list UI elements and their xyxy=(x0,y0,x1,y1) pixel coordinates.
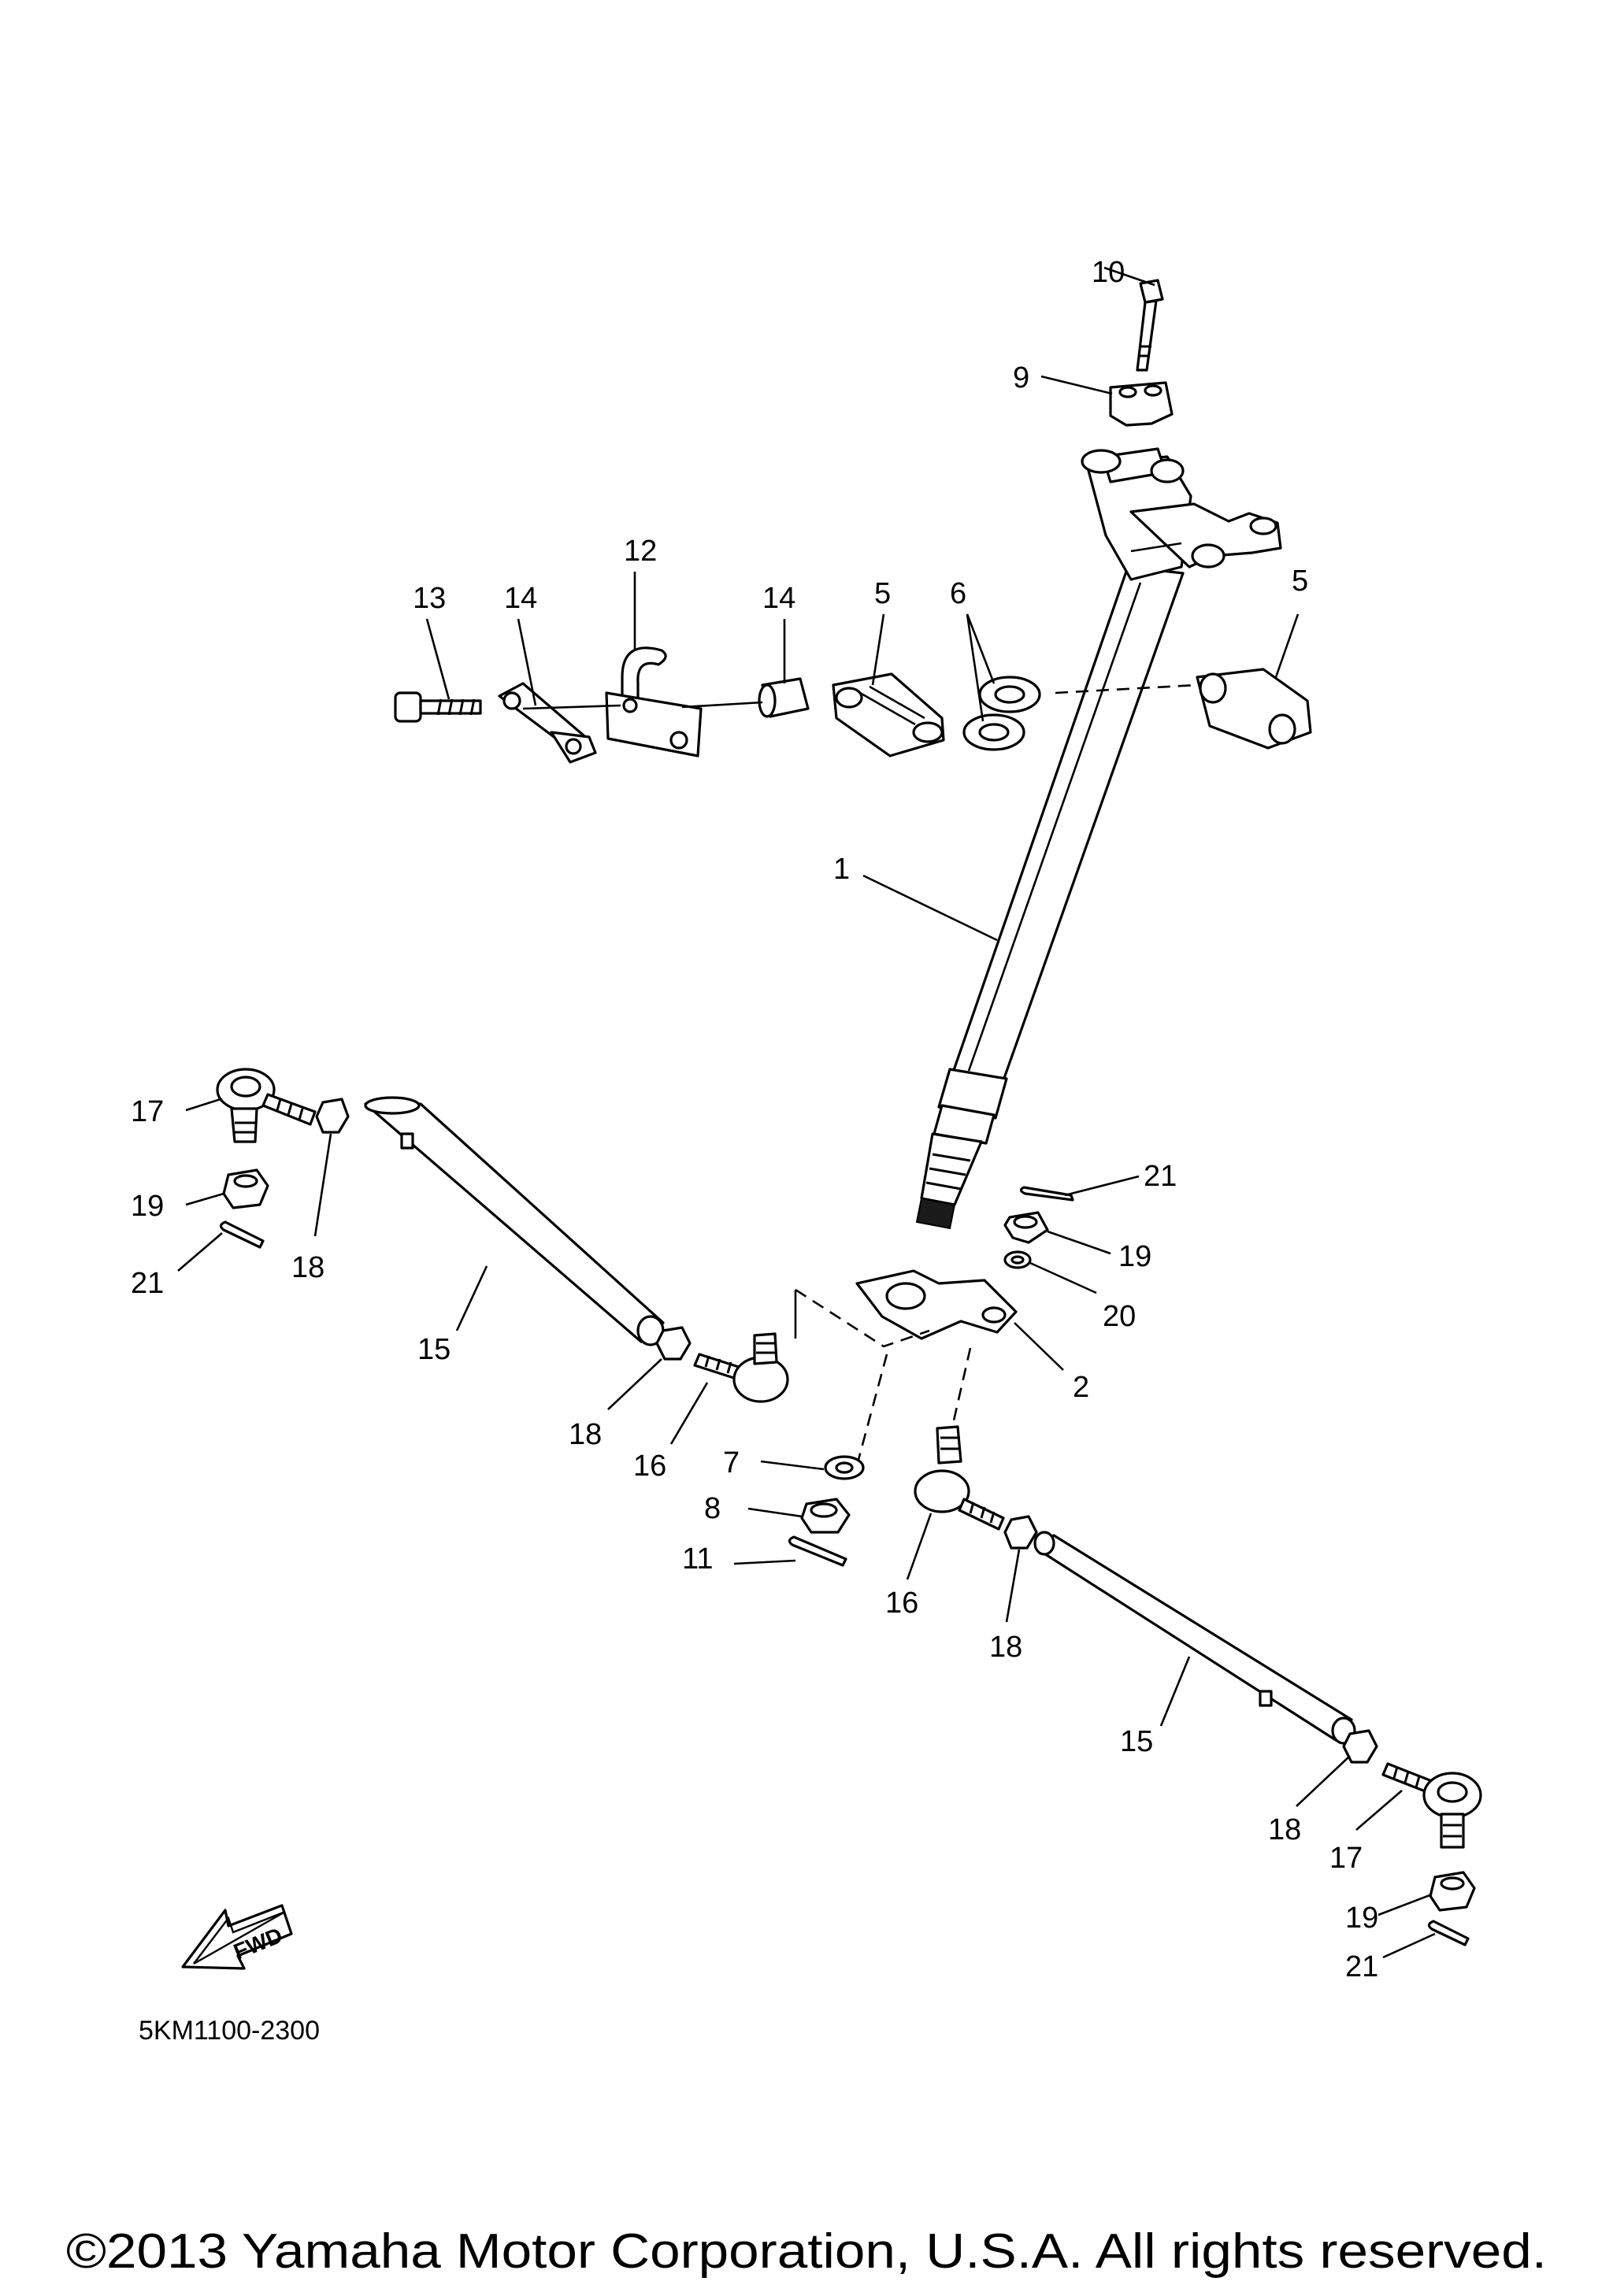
callout-1: 1 xyxy=(833,853,850,886)
tie-rod-end-15-left xyxy=(693,1332,789,1403)
steering-column xyxy=(915,447,1282,1230)
callout-6: 6 xyxy=(950,577,966,610)
callout-12: 8 xyxy=(704,1492,721,1525)
callout-21-left: 21 xyxy=(131,1267,164,1300)
copyright-notice: ©2013 Yamaha Motor Corporation, U.S.A. A… xyxy=(66,2224,1547,2279)
tie-rod-14-right xyxy=(1033,1531,1356,1745)
washer-11 xyxy=(824,1455,865,1480)
nut-17-right xyxy=(1003,1515,1038,1550)
nut-19-right xyxy=(1429,1871,1476,1912)
callout-9: 14 xyxy=(504,582,537,615)
leader-lines xyxy=(177,266,1436,1959)
bracket-5-left xyxy=(832,672,945,757)
callout-5-left: 5 xyxy=(874,577,891,610)
bolt-8 xyxy=(394,691,482,723)
callout-21-upper: 21 xyxy=(1144,1160,1177,1193)
callout-5-right: 5 xyxy=(1292,565,1308,598)
callout-3: 9 xyxy=(1013,361,1029,394)
callout-15-left: 16 xyxy=(633,1450,666,1483)
lock-plate-9 xyxy=(498,682,597,764)
nut-18-right xyxy=(1342,1729,1378,1764)
cotter-pin-21-right xyxy=(1427,1920,1470,1946)
callout-14-right: 15 xyxy=(1120,1725,1153,1758)
nut-17-left xyxy=(655,1326,692,1361)
callout-labels: 10 9 12 13 14 14 5 6 5 1 21 19 20 2 17 1… xyxy=(131,256,1378,1983)
pin-7 xyxy=(605,646,703,757)
nut-18-left xyxy=(315,1098,350,1134)
callout-14-left: 15 xyxy=(417,1333,451,1366)
callout-15-right: 16 xyxy=(885,1587,918,1620)
collar-10 xyxy=(758,677,810,718)
cotter-pin-13 xyxy=(788,1535,847,1567)
callout-20: 20 xyxy=(1103,1300,1136,1333)
callout-10: 14 xyxy=(762,582,795,615)
bracket-5-right xyxy=(1196,668,1312,750)
drawing-code: 5KM1100-2300 xyxy=(139,2016,320,2046)
washer-20 xyxy=(1003,1250,1032,1269)
callout-18-left: 18 xyxy=(291,1251,324,1284)
callout-7: 12 xyxy=(624,535,657,568)
callout-19-upper: 19 xyxy=(1118,1240,1151,1273)
cotter-pin-21-left xyxy=(219,1220,265,1249)
nut-19-upper xyxy=(1003,1211,1049,1244)
callout-8: 13 xyxy=(413,582,446,615)
tie-rod-end-16-right xyxy=(1381,1762,1482,1849)
callout-2: 2 xyxy=(1073,1371,1089,1404)
cotter-pin-21-upper xyxy=(1019,1186,1074,1202)
clamp-bolt xyxy=(1136,279,1164,372)
callout-21-right: 21 xyxy=(1345,1950,1378,1983)
pitman-arm xyxy=(855,1269,1018,1340)
callout-17-left: 18 xyxy=(569,1418,602,1451)
tie-rod-14-left xyxy=(364,1096,665,1346)
callout-16-right: 17 xyxy=(1329,1842,1363,1875)
tie-rod-end-15-right xyxy=(914,1425,1005,1531)
tie-rod-end-16-left xyxy=(216,1068,317,1143)
nut-12 xyxy=(800,1498,851,1534)
fwd-arrow-icon: FWD xyxy=(181,1904,293,1970)
callout-19-left: 19 xyxy=(131,1190,164,1223)
callout-4: 10 xyxy=(1092,256,1125,289)
handlebar-clamp xyxy=(1109,381,1174,427)
nut-19-left xyxy=(222,1168,269,1209)
callout-17-right: 18 xyxy=(989,1631,1022,1664)
callout-13: 11 xyxy=(682,1542,713,1576)
callout-18-right: 18 xyxy=(1268,1813,1301,1846)
callout-16-left: 17 xyxy=(131,1095,164,1128)
washers-6 xyxy=(962,676,1041,751)
callout-11: 7 xyxy=(723,1446,740,1479)
callout-19-right: 19 xyxy=(1345,1902,1378,1935)
